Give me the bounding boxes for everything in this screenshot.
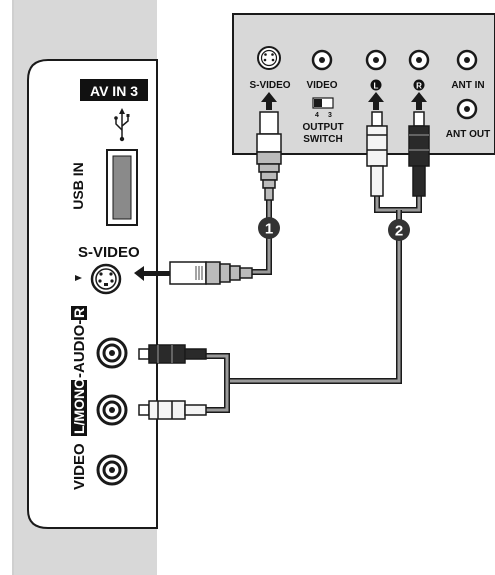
ant-out-label: ANT OUT [446, 129, 490, 140]
av-in-badge-label: AV IN 3 [90, 83, 138, 99]
callout-1: 1 [258, 217, 280, 239]
arrow-up-icon [411, 92, 427, 110]
callout-2: 2 [388, 219, 410, 241]
usb-icon [114, 108, 130, 142]
ant-out-jack[interactable] [456, 98, 478, 120]
mono-label-text: L/MONO [71, 378, 87, 434]
device-l-badge: L [370, 79, 382, 91]
device-r-letter: R [416, 82, 422, 91]
usb-in-label: USB IN [70, 162, 86, 209]
arrow-up-icon [261, 92, 277, 110]
switch-left-label: 4 [315, 112, 319, 119]
tv-svideo-label: S-VIDEO [78, 244, 140, 261]
av-in-badge: AV IN 3 [80, 79, 148, 101]
svideo-plug-device [256, 111, 282, 201]
usb-port[interactable] [106, 149, 138, 226]
tv-audio-l-jack[interactable] [96, 394, 128, 426]
output-switch[interactable] [312, 97, 334, 109]
svg-text:VIDEO: VIDEO [71, 443, 88, 490]
device-video-label: VIDEO [306, 80, 337, 91]
svideo-plug-tv [169, 261, 253, 285]
rca-plug-white-device [366, 111, 388, 197]
av-jacks-vertical-label: VIDEO L/MONO -AUDIO- R [71, 306, 88, 490]
audio-label-text: -AUDIO- [71, 320, 88, 378]
ant-in-label: ANT IN [451, 80, 484, 91]
rca-plug-dark-tv [138, 344, 207, 364]
output-switch-label-2: SWITCH [303, 134, 342, 145]
arrow-left-icon [134, 266, 170, 281]
svg-text:-AUDIO-: -AUDIO- [71, 320, 88, 378]
output-switch-label-1: OUTPUT [302, 122, 343, 133]
device-svideo-label: S-VIDEO [249, 80, 290, 91]
device-r-badge: R [413, 79, 425, 91]
rca-plug-dark-device [408, 111, 430, 197]
callout-2-label: 2 [395, 223, 403, 240]
audio-cable [206, 196, 422, 413]
switch-right-label: 3 [328, 112, 332, 119]
device-svideo-port[interactable] [257, 46, 281, 70]
port-marker-icon [75, 275, 82, 281]
r-label-text: R [71, 308, 87, 318]
device-audio-l-jack[interactable] [365, 49, 387, 71]
tv-audio-r-jack[interactable] [96, 337, 128, 369]
svg-text:R: R [71, 308, 87, 318]
callout-1-label: 1 [265, 221, 273, 238]
tv-video-jack[interactable] [96, 454, 128, 486]
device-video-jack[interactable] [311, 49, 333, 71]
svg-text:L/MONO: L/MONO [71, 378, 87, 434]
device-audio-r-jack[interactable] [408, 49, 430, 71]
device-l-letter: L [374, 82, 379, 91]
video-label-text: VIDEO [71, 443, 88, 490]
arrow-up-icon [368, 92, 384, 110]
rca-plug-white-tv [138, 400, 207, 420]
tv-svideo-port[interactable] [75, 263, 122, 295]
ant-in-jack[interactable] [456, 49, 478, 71]
